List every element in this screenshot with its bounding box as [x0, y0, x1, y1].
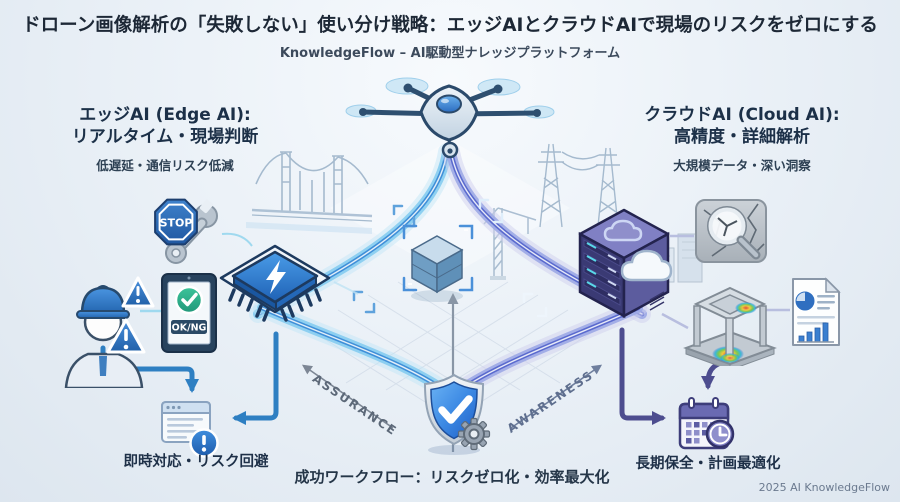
edge-chip-icon [219, 244, 331, 322]
tablet-camera-dot [187, 276, 191, 280]
connector-lines [140, 232, 790, 330]
cloud-glyph-icon [603, 219, 643, 242]
okng-tablet-icon: OK/NG [161, 273, 217, 353]
cloud-server-icon [578, 208, 673, 319]
worker-tie [99, 356, 107, 376]
heat-blob [735, 302, 757, 314]
page-title: ドローン画像解析の「失敗しない」使い分け戦略：エッジAIとクラウドAIで現場のリ… [22, 15, 878, 36]
shield-check-icon [438, 395, 473, 424]
floor-grid [309, 281, 597, 406]
edge-outcome-label: 即時対応・リスク回避 [123, 454, 269, 470]
instant-alert-icon [161, 401, 219, 458]
workflow-caption: 成功ワークフロー：リスクゼロ化・効率最大化 [294, 468, 610, 486]
hard-hat-icon [76, 285, 130, 319]
field-worker-icon [64, 276, 155, 388]
frame-leg [693, 305, 701, 347]
heat-blob [720, 353, 740, 363]
warning-triangle-icon [121, 276, 155, 308]
check-circle-icon [174, 285, 204, 315]
crack-inspection-icon [695, 199, 767, 263]
credit-text: 2025 AI KnowledgeFlow [758, 481, 890, 494]
clock-icon [705, 419, 735, 449]
stream-right-lower [451, 299, 647, 399]
page-subtitle: KnowledgeFlow – AI駆動型ナレッジプラットフォーム [279, 46, 621, 61]
analytics-report-icon [792, 277, 841, 346]
security-shield-icon [423, 373, 491, 455]
pie-chart-icon [795, 291, 815, 311]
thermal-analysis-icon [683, 286, 777, 366]
stop-sign-icon: STOP [154, 198, 198, 246]
chip-pins [228, 288, 322, 322]
stop-wrench-icon: STOP [154, 198, 218, 264]
cloud-ai-tagline: 大規模データ・深い洞察 [673, 158, 811, 173]
edge-ai-tagline: 低遅延・通信リスク低減 [96, 158, 234, 173]
server-vents [649, 291, 665, 311]
alert-badge-icon [189, 428, 219, 458]
cloud-ai-heading: クラウドAI (Cloud AI): 高精度・詳細解析 [622, 104, 862, 148]
cloud-ai-heading-line2: 高精度・詳細解析 [674, 127, 810, 148]
edge-ai-heading-line2: リアルタイム・現場判断 [71, 127, 259, 148]
maintenance-schedule-icon [678, 397, 735, 450]
edge-ai-heading-line1: エッジAI (Edge AI): [79, 105, 251, 125]
report-lines [167, 418, 203, 439]
drone-icon [345, 77, 555, 159]
power-towers-sketch [538, 143, 620, 228]
cloud-outcome-label: 長期保全・計画最適化 [635, 456, 781, 472]
server-slats [583, 239, 621, 306]
gear-icon [457, 417, 491, 451]
stop-sign-label: STOP [160, 217, 193, 230]
okng-label: OK/NG [172, 323, 207, 334]
cloud-ai-heading-line1: クラウドAI (Cloud AI): [644, 105, 840, 125]
awareness-axis-arrow [510, 364, 603, 429]
bridge-sketch [246, 151, 373, 234]
warning-triangle-icon [106, 318, 146, 354]
lightning-bolt-icon [266, 260, 286, 294]
bar-chart-icon [797, 322, 834, 343]
magnifier-icon [707, 206, 761, 260]
assurance-axis-arrow [301, 364, 394, 429]
crane-sketch [483, 207, 537, 280]
frame-leg [759, 305, 767, 347]
front-cloud-icon [620, 249, 673, 282]
edge-ai-heading: エッジAI (Edge AI): リアルタイム・現場判断 [45, 104, 285, 148]
